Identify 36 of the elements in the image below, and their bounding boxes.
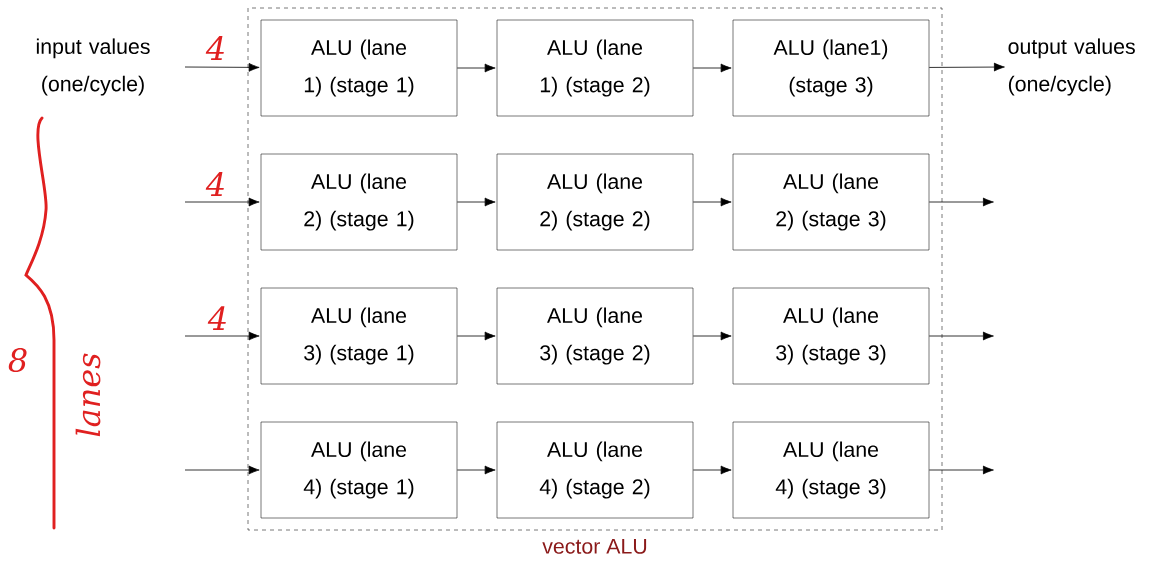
alu-box: ALU (lane 2) (stage 1) <box>260 153 458 251</box>
arrow <box>692 331 732 341</box>
alu-box: ALU (lane 4) (stage 1) <box>260 421 458 519</box>
handwritten-note: 8 <box>8 347 27 373</box>
alu-box: ALU (lane 1) (stage 2) <box>496 19 694 117</box>
alu-box: ALU (lane 4) (stage 2) <box>496 421 694 519</box>
alu-box: ALU (lane 3) (stage 3) <box>732 287 930 385</box>
arrow <box>184 465 260 475</box>
handwritten-note: lanes <box>75 353 101 437</box>
arrow <box>184 197 260 207</box>
alu-box: ALU (lane1) (stage 3) <box>732 19 930 117</box>
alu-box: ALU (lane 3) (stage 2) <box>496 287 694 385</box>
arrow <box>184 331 260 341</box>
arrow <box>692 465 732 475</box>
alu-box: ALU (lane 1) (stage 1) <box>260 19 458 117</box>
arrow <box>456 197 496 207</box>
handwritten-note: 4 <box>205 36 224 60</box>
arrow <box>456 63 496 73</box>
arrow <box>692 197 732 207</box>
arrow <box>692 63 732 73</box>
arrow <box>928 331 994 341</box>
arrow <box>456 465 496 475</box>
node-label: vector ALU <box>542 538 647 554</box>
arrow <box>184 63 260 72</box>
alu-box: ALU (lane 2) (stage 2) <box>496 153 694 251</box>
arrow <box>928 62 1005 72</box>
alu-box: ALU (lane 4) (stage 3) <box>732 421 930 519</box>
handwritten-note: 4 <box>205 172 224 196</box>
alu-box: ALU (lane 3) (stage 1) <box>260 287 458 385</box>
output-label: output values (one/cycle) <box>1008 38 1135 96</box>
arrow <box>928 197 994 207</box>
input-label: input values (one/cycle) <box>36 38 150 96</box>
handwritten-note: 4 <box>207 306 226 330</box>
arrow <box>456 331 496 341</box>
alu-box: ALU (lane 2) (stage 3) <box>732 153 930 251</box>
arrow <box>928 465 994 475</box>
